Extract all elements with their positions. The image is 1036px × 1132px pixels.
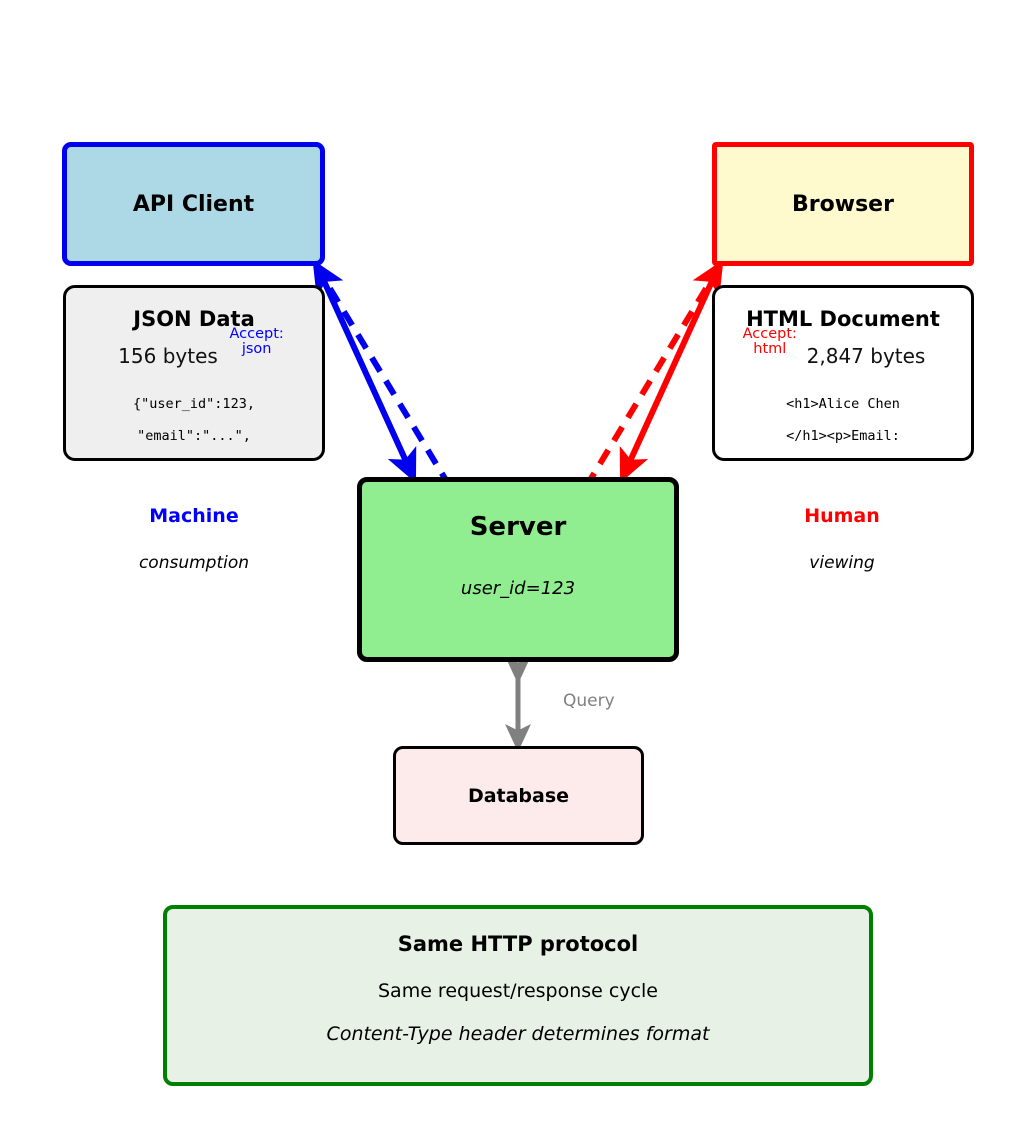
json-accept-header-badge: Accept: json xyxy=(229,326,284,358)
caption-machine-sub: consumption xyxy=(138,553,250,573)
node-json-data[interactable]: JSON Data 156 bytes Accept: json {"user_… xyxy=(63,285,325,461)
html-code-line-1: <h1>Alice Chen xyxy=(786,396,900,413)
node-api-client[interactable]: API Client xyxy=(62,142,325,266)
caption-machine: Machine consumption xyxy=(64,505,324,573)
browser-label: Browser xyxy=(792,191,894,217)
node-database[interactable]: Database xyxy=(393,746,644,845)
json-data-code-preview: {"user_id":123, "email":"...", xyxy=(133,388,255,453)
query-edge-label: Query xyxy=(563,691,615,711)
caption-machine-main: Machine xyxy=(149,505,239,527)
caption-human-sub: viewing xyxy=(809,553,875,573)
summary-title: Same HTTP protocol xyxy=(397,932,639,956)
server-title: Server xyxy=(469,512,567,542)
edge-browser-to-server xyxy=(619,266,721,484)
node-html-document[interactable]: HTML Document 2,847 bytes Accept: html <… xyxy=(712,285,974,461)
summary-line: Same request/response cycle xyxy=(377,980,658,1002)
html-accept-line-1: Accept: xyxy=(742,326,797,343)
database-label: Database xyxy=(467,784,570,807)
server-detail: user_id=123 xyxy=(460,578,576,599)
json-data-size: 156 bytes xyxy=(118,344,218,369)
summary-note: Content-Type header determines format xyxy=(326,1023,710,1045)
caption-human: Human viewing xyxy=(712,505,972,573)
html-accept-line-2: html xyxy=(753,341,787,358)
json-accept-line-1: Accept: xyxy=(229,326,284,343)
node-browser[interactable]: Browser xyxy=(712,142,974,266)
summary-panel: Same HTTP protocol Same request/response… xyxy=(163,905,873,1086)
html-document-size-row: 2,847 bytes Accept: html xyxy=(743,326,926,369)
json-code-line-2: "email":"...", xyxy=(137,428,251,445)
json-data-title: JSON Data xyxy=(133,307,255,331)
html-document-size: 2,847 bytes xyxy=(806,344,926,369)
html-document-code-preview: <h1>Alice Chen </h1><p>Email: xyxy=(786,388,900,453)
caption-human-main: Human xyxy=(804,505,880,527)
json-accept-line-2: json xyxy=(241,341,272,358)
html-code-line-2: </h1><p>Email: xyxy=(786,428,900,445)
node-server[interactable]: Server user_id=123 xyxy=(357,477,679,662)
json-code-line-1: {"user_id":123, xyxy=(133,396,255,413)
api-client-label: API Client xyxy=(132,191,255,217)
html-document-title: HTML Document xyxy=(746,307,940,331)
edge-server-to-browser xyxy=(569,259,724,512)
edge-api-client-to-server xyxy=(315,266,417,484)
html-accept-header-badge: Accept: html xyxy=(742,326,797,358)
edge-server-to-api-client xyxy=(312,259,467,512)
json-data-size-row: 156 bytes Accept: json xyxy=(118,326,284,369)
